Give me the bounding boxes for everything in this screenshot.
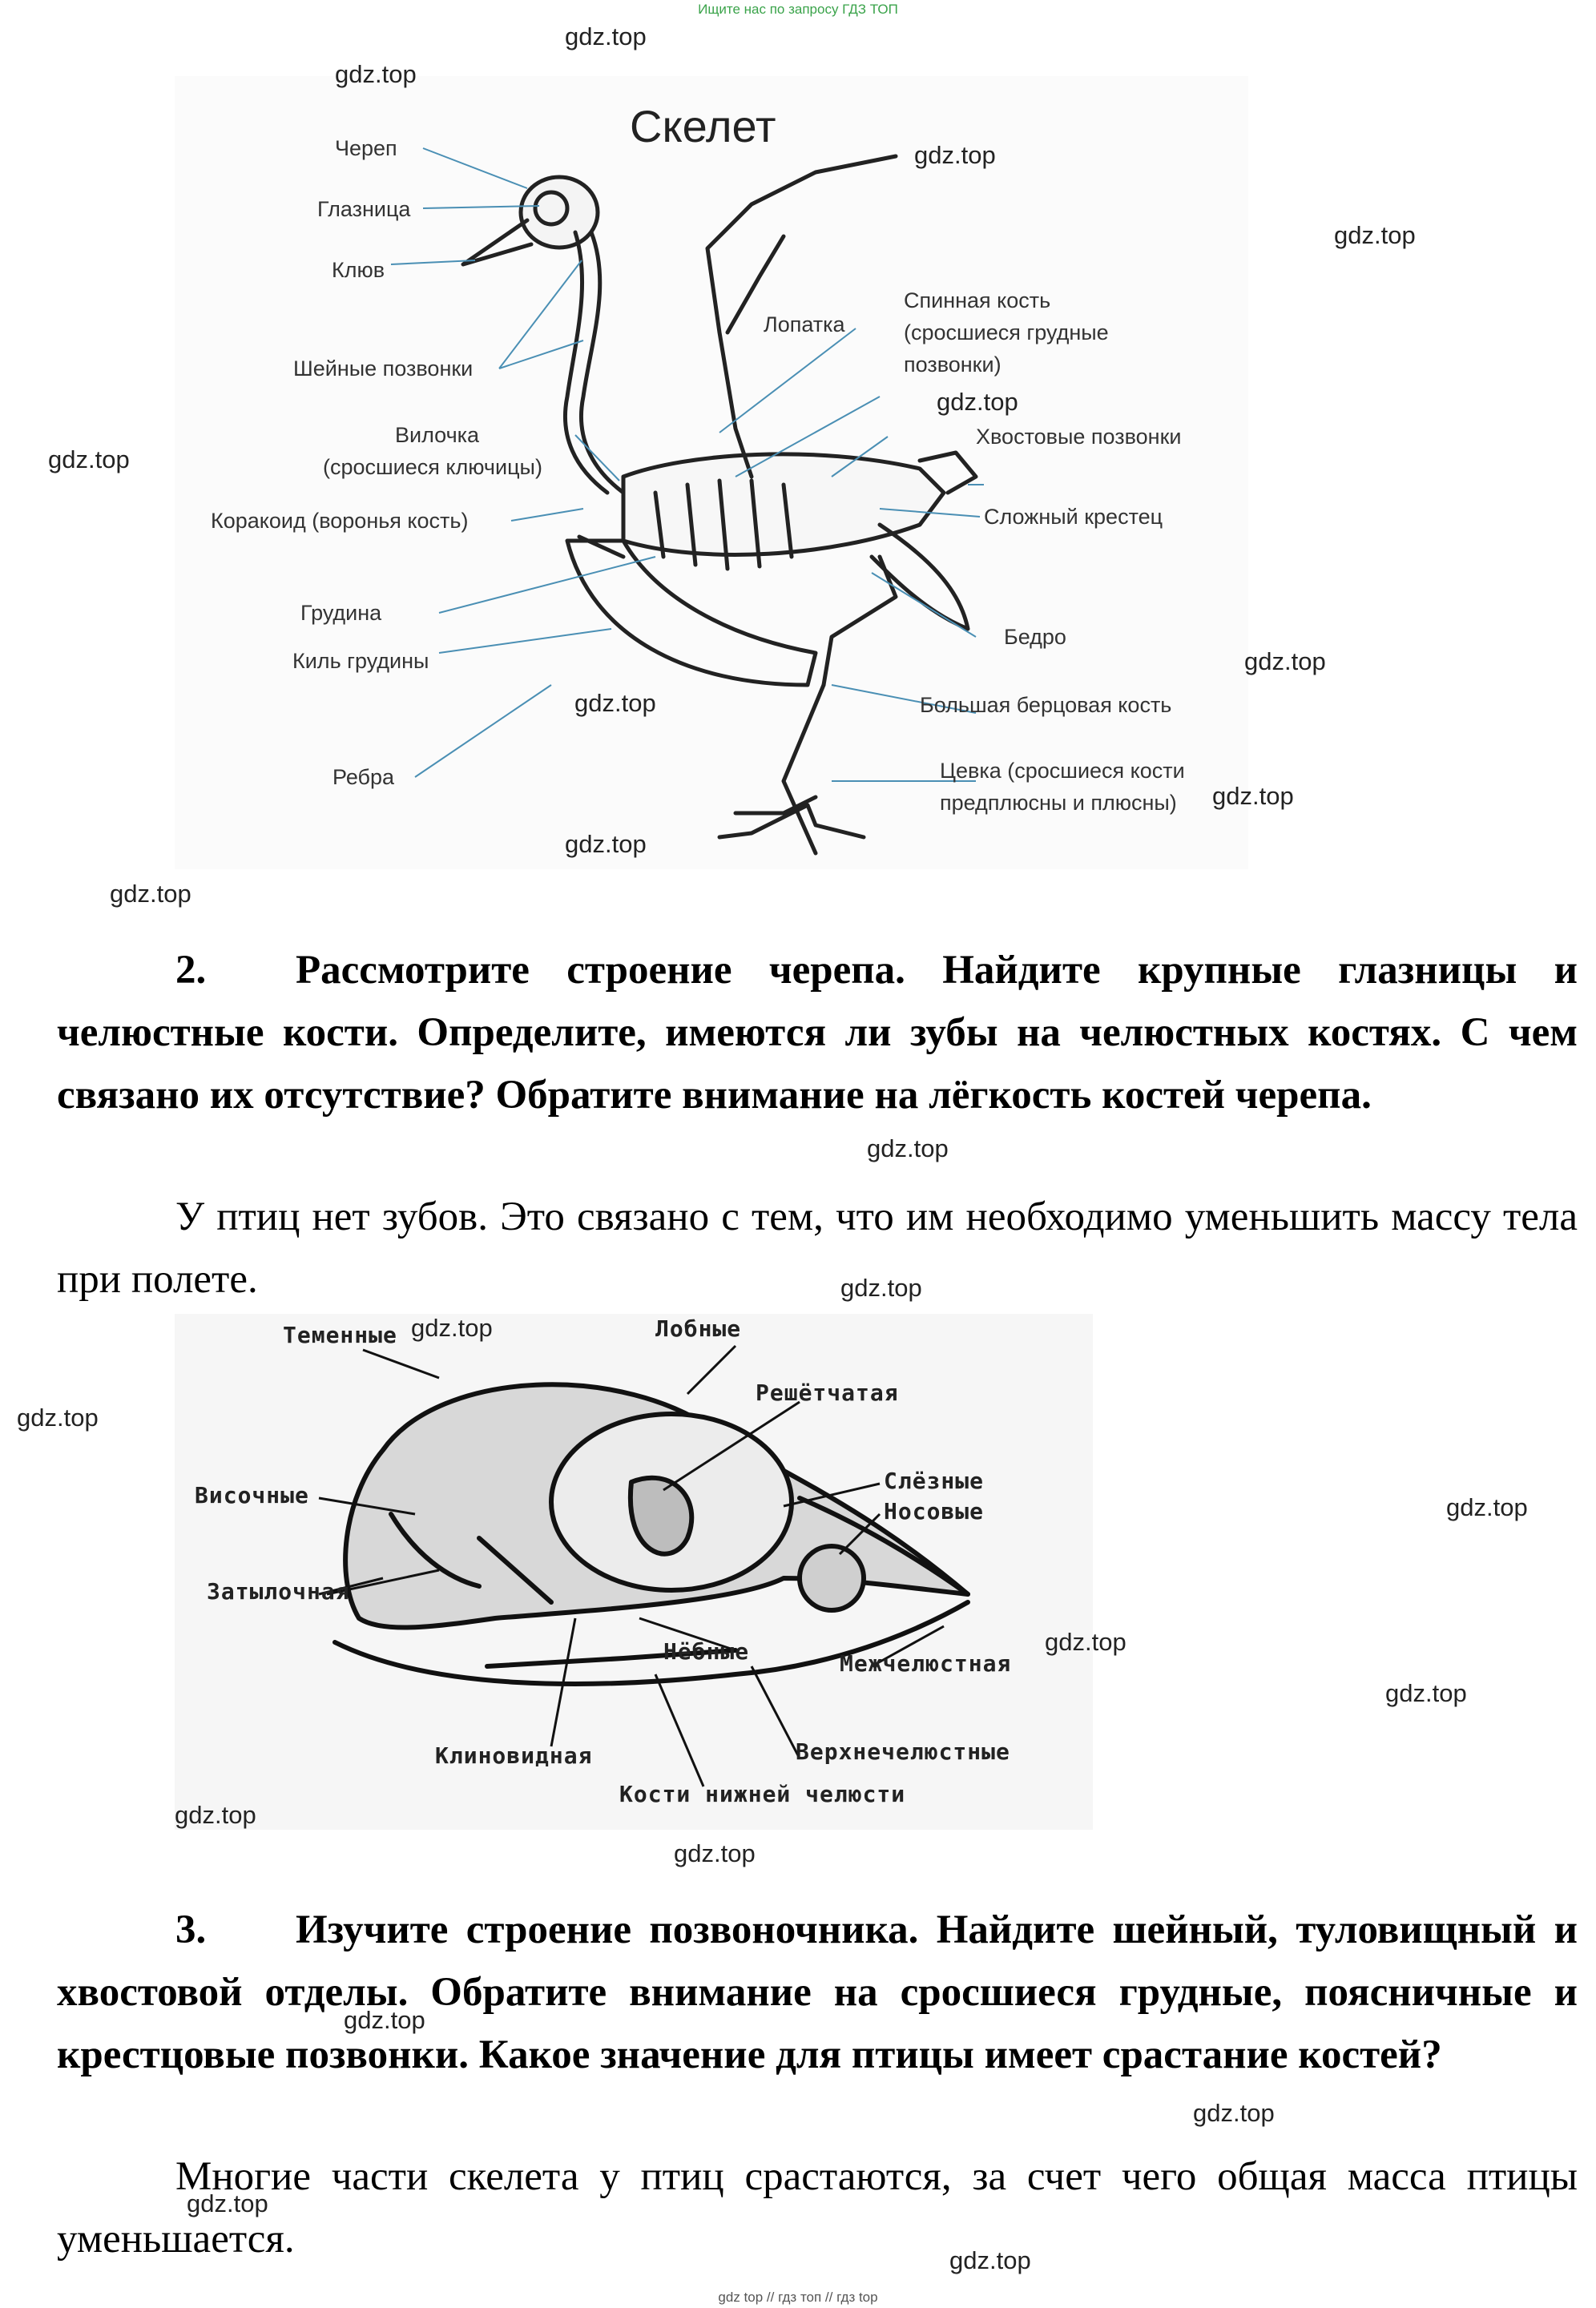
label-coracoid: Коракоид (воронья кость) bbox=[211, 505, 468, 537]
label-occipital: Затылочная bbox=[207, 1578, 350, 1605]
label-sternum: Грудина bbox=[300, 597, 381, 629]
watermark: gdz.top bbox=[175, 1801, 256, 1830]
watermark: gdz.top bbox=[914, 141, 996, 170]
label-furcula-note: (сросшиеся ключицы) bbox=[323, 451, 542, 483]
task2-number: 2. bbox=[57, 939, 296, 1001]
watermark: gdz.top bbox=[674, 1839, 756, 1868]
label-nasal: Носовые bbox=[884, 1498, 984, 1525]
label-neck-vertebrae: Шейные позвонки bbox=[293, 352, 473, 385]
task2-answer-text: У птиц нет зубов. Это связано с тем, что… bbox=[57, 1194, 1578, 1302]
skeleton-title: Скелет bbox=[630, 100, 776, 152]
label-keel: Киль грудины bbox=[292, 645, 429, 677]
label-ribs: Ребра bbox=[332, 761, 394, 793]
watermark: gdz.top bbox=[335, 60, 417, 89]
label-notarium-note2: позвонки) bbox=[904, 348, 1002, 381]
watermark: gdz.top bbox=[565, 22, 647, 51]
watermark: gdz.top bbox=[17, 1404, 99, 1432]
label-palatine: Нёбные bbox=[663, 1638, 749, 1665]
skeleton-figure: Скелет Череп Глазница Клюв Шейные позвон… bbox=[175, 76, 1248, 869]
task3-answer: Многие части скелета у птиц срастаются, … bbox=[57, 2145, 1578, 2270]
label-premaxilla: Межчелюстная bbox=[840, 1650, 1011, 1677]
watermark: gdz.top bbox=[949, 2246, 1031, 2275]
label-tarsometatarsus-note: предплюсны и плюсны) bbox=[940, 787, 1177, 819]
task2-answer: У птиц нет зубов. Это связано с тем, что… bbox=[57, 1186, 1578, 1311]
task3-number: 3. bbox=[57, 1899, 296, 1961]
label-lacrimal: Слёзные bbox=[884, 1468, 984, 1494]
label-tibia: Большая берцовая кость bbox=[920, 689, 1171, 721]
watermark: gdz.top bbox=[937, 388, 1018, 417]
label-tail-vertebrae: Хвостовые позвонки bbox=[976, 421, 1182, 453]
label-skull: Череп bbox=[335, 132, 397, 164]
watermark: gdz.top bbox=[1244, 647, 1326, 676]
watermark: gdz.top bbox=[187, 2189, 268, 2218]
watermark: gdz.top bbox=[411, 1314, 493, 1343]
footer-links[interactable]: gdz top // гдз топ // гдз top bbox=[0, 2290, 1596, 2306]
task2-question: 2.Рассмотрите строение черепа. Найдите к… bbox=[57, 939, 1578, 1126]
skull-figure: Теменные Лобные Решётчатая Слёзные Носов… bbox=[175, 1314, 1093, 1830]
watermark: gdz.top bbox=[1334, 221, 1416, 250]
label-parietal: Теменные bbox=[283, 1322, 397, 1348]
label-orbit: Глазница bbox=[317, 193, 410, 225]
watermark: gdz.top bbox=[574, 689, 656, 718]
watermark: gdz.top bbox=[1193, 2099, 1275, 2128]
watermark: gdz.top bbox=[1212, 782, 1294, 811]
search-banner[interactable]: Ищите нас по запросу ГДЗ ТОП bbox=[0, 2, 1596, 18]
label-sphenoid: Клиновидная bbox=[435, 1742, 592, 1769]
watermark: gdz.top bbox=[565, 830, 647, 859]
label-scapula: Лопатка bbox=[764, 308, 845, 340]
label-maxilla: Верхнечелюстные bbox=[796, 1738, 1010, 1765]
label-mandible: Кости нижней челюсти bbox=[619, 1781, 905, 1807]
watermark: gdz.top bbox=[1385, 1679, 1467, 1708]
watermark: gdz.top bbox=[344, 2006, 425, 2035]
watermark: gdz.top bbox=[1045, 1628, 1126, 1657]
task3-question: 3.Изучите строение позвоночника. Найдите… bbox=[57, 1899, 1578, 2086]
watermark: gdz.top bbox=[1446, 1493, 1528, 1522]
label-beak: Клюв bbox=[332, 254, 385, 286]
watermark: gdz.top bbox=[110, 880, 191, 908]
label-frontal: Лобные bbox=[655, 1315, 741, 1342]
watermark: gdz.top bbox=[48, 445, 130, 474]
label-ethmoid: Решётчатая bbox=[756, 1380, 899, 1406]
label-notarium-note1: (сросшиеся грудные bbox=[904, 316, 1109, 348]
watermark: gdz.top bbox=[867, 1134, 949, 1163]
label-tarsometatarsus: Цевка (сросшиеся кости bbox=[940, 755, 1185, 787]
label-notarium: Спинная кость bbox=[904, 284, 1050, 316]
task3-answer-text: Многие части скелета у птиц срастаются, … bbox=[57, 2154, 1578, 2262]
label-furcula: Вилочка bbox=[395, 419, 479, 451]
label-femur: Бедро bbox=[1004, 621, 1066, 653]
label-synsacrum: Сложный крестец bbox=[984, 501, 1163, 533]
label-temporal: Височные bbox=[195, 1482, 309, 1508]
watermark: gdz.top bbox=[840, 1274, 922, 1303]
